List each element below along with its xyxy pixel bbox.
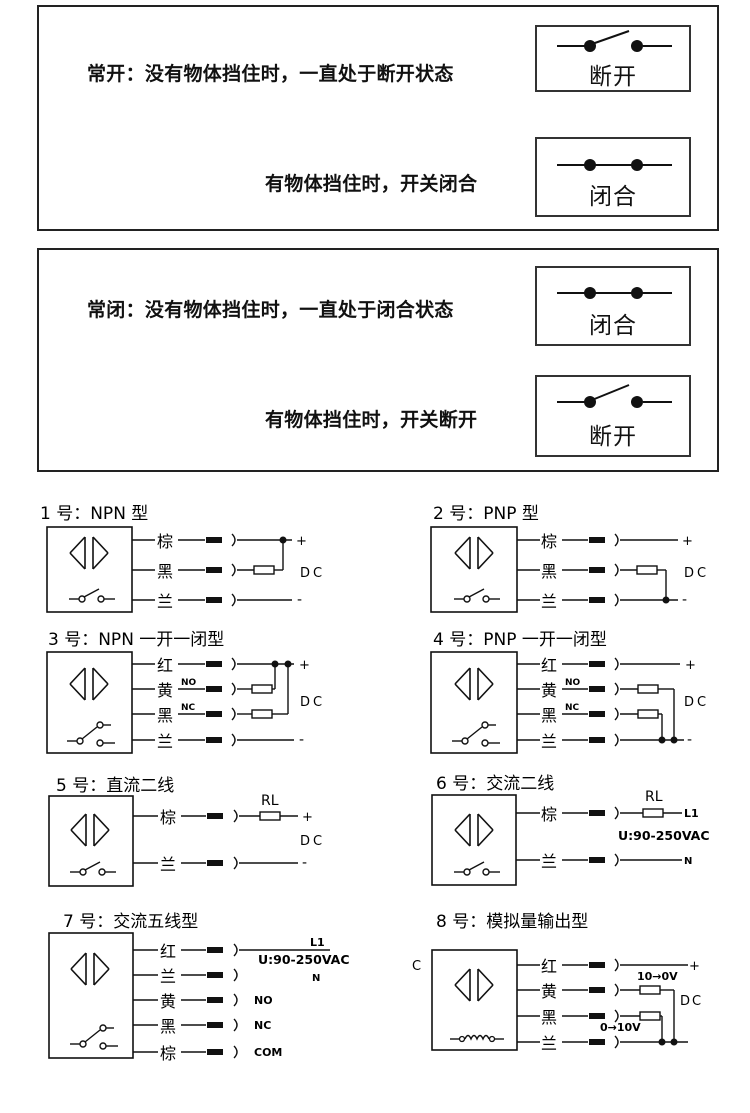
normally-open-active-description: 有物体挡住时，开关闭合 — [265, 173, 478, 195]
switch-box-open: 断开 — [535, 375, 691, 457]
wire-color: 兰 — [541, 592, 557, 611]
wire-color: 黑 — [157, 706, 173, 725]
diagram-7-ac-five-wire: 7 号：交流五线型 红 兰 黄 黑 棕 L1 U:90-250VAC N NO … — [48, 912, 350, 1063]
diagram-title: 2 号：PNP 型 — [433, 504, 539, 524]
switch-label: 闭合 — [589, 184, 637, 210]
supply-plus: + — [296, 534, 307, 549]
supply-plus: + — [685, 658, 696, 673]
supply-plus: + — [302, 810, 313, 825]
wire-color: 兰 — [160, 967, 176, 986]
wire-color: 黑 — [541, 562, 557, 581]
switch-box-closed: 闭合 — [535, 137, 691, 217]
supply-minus: - — [299, 732, 304, 748]
closed-switch-icon — [557, 159, 672, 171]
stray-character: C — [412, 959, 421, 974]
supply-plus: + — [299, 658, 310, 673]
supply-type: DC — [684, 695, 709, 710]
supply-plus: + — [682, 534, 693, 549]
wire-color: 红 — [157, 656, 173, 675]
normally-closed-active-description: 有物体挡住时，开关断开 — [265, 409, 478, 431]
switch-label: 闭合 — [589, 313, 637, 339]
diagram-title: 1 号：NPN 型 — [40, 504, 148, 524]
wire-color: 黑 — [541, 706, 557, 725]
voltage-rating: U:90-250VAC — [618, 828, 710, 843]
wire-color: 棕 — [541, 805, 557, 824]
output-range: 0→10V — [600, 1021, 641, 1034]
wire-color: 黄 — [541, 982, 557, 1001]
diagram-title: 5 号：直流二线 — [56, 776, 174, 796]
output-tag: NO — [565, 678, 581, 688]
wiring-diagrams: 1 号：NPN 型 棕 黑 兰 + - DC 2 号：PNP 型 — [40, 504, 710, 1063]
normally-open-description: 常开：没有物体挡住时，一直处于断开状态 — [87, 63, 454, 85]
supply-minus: - — [297, 592, 302, 608]
switch-label: 断开 — [589, 424, 637, 450]
wire-color: 兰 — [157, 592, 173, 611]
closed-switch-icon — [557, 287, 672, 299]
wire-color: 黄 — [541, 681, 557, 700]
terminal-label: NO — [254, 994, 273, 1007]
wire-color: 黑 — [541, 1008, 557, 1027]
wire-color: 兰 — [541, 1034, 557, 1053]
supply-type: DC — [680, 994, 703, 1009]
normally-closed-panel: 常闭：没有物体挡住时，一直处于闭合状态 闭合 有物体挡住时，开关断开 断开 — [37, 248, 719, 472]
diagram-5-dc-two-wire: 5 号：直流二线 棕 兰 RL + - DC — [48, 776, 325, 887]
supply-type: DC — [684, 566, 709, 581]
wire-color: 棕 — [160, 1044, 176, 1063]
wire-color: 黑 — [157, 562, 173, 581]
wire-color: 红 — [541, 957, 557, 976]
diagram-title: 7 号：交流五线型 — [63, 912, 198, 932]
normally-open-panel: 常开：没有物体挡住时，一直处于断开状态 断开 有物体挡住时，开关闭合 闭合 — [37, 5, 719, 231]
wire-color: 黑 — [160, 1017, 176, 1036]
output-tag: NC — [565, 703, 580, 713]
wire-color: 黄 — [160, 992, 176, 1011]
supply-type: DC — [300, 566, 325, 581]
load-label: RL — [645, 789, 663, 805]
wire-color: 棕 — [157, 532, 173, 551]
open-switch-icon — [557, 384, 672, 408]
line-n: N — [312, 973, 320, 984]
wire-color: 棕 — [541, 532, 557, 551]
normally-closed-description: 常闭：没有物体挡住时，一直处于闭合状态 — [87, 299, 454, 321]
line-l1: L1 — [310, 936, 325, 949]
supply-plus: + — [689, 959, 700, 974]
diagram-3-npn-no-nc: 3 号：NPN 一开一闭型 红 黄 黑 兰 NO NC + - — [46, 630, 325, 754]
supply-type: DC — [300, 695, 325, 710]
wire-color: 黄 — [157, 681, 173, 700]
output-tag: NO — [181, 678, 197, 688]
diagram-6-ac-two-wire: 6 号：交流二线 棕 兰 RL L1 U:90-250VAC N — [431, 774, 710, 886]
terminal-label: COM — [254, 1046, 282, 1059]
supply-type: DC — [300, 834, 325, 849]
switch-label: 断开 — [589, 64, 637, 90]
switch-box-open: 断开 — [535, 25, 691, 92]
open-switch-icon — [557, 30, 672, 52]
wire-color: 兰 — [541, 732, 557, 751]
diagram-1-npn: 1 号：NPN 型 棕 黑 兰 + - DC — [40, 504, 325, 613]
wire-color: 棕 — [160, 808, 176, 827]
diagram-title: 3 号：NPN 一开一闭型 — [48, 630, 224, 650]
load-label: RL — [261, 793, 279, 809]
output-tag: NC — [181, 703, 196, 713]
terminal-label: NC — [254, 1019, 271, 1032]
line-l1: L1 — [684, 807, 699, 820]
output-range: 10→0V — [637, 970, 678, 983]
diagram-title: 8 号：模拟量输出型 — [436, 912, 588, 932]
line-n: N — [684, 856, 692, 867]
diagram-title: 4 号：PNP 一开一闭型 — [433, 630, 607, 650]
voltage-rating: U:90-250VAC — [258, 952, 350, 967]
wire-color: 红 — [160, 942, 176, 961]
supply-minus: - — [682, 592, 687, 608]
supply-minus: - — [302, 855, 307, 871]
switch-box-closed: 闭合 — [535, 266, 691, 346]
diagram-4-pnp-no-nc: 4 号：PNP 一开一闭型 红 黄 黑 兰 NO NC + - — [430, 630, 709, 754]
wire-color: 兰 — [157, 732, 173, 751]
supply-minus: - — [687, 732, 692, 748]
diagram-8-analog-output: 8 号：模拟量输出型 C 红 黄 黑 兰 10→0V 0→10V — [412, 912, 703, 1053]
wire-color: 红 — [541, 656, 557, 675]
wire-color: 兰 — [160, 855, 176, 874]
wire-color: 兰 — [541, 852, 557, 871]
diagram-title: 6 号：交流二线 — [436, 774, 554, 794]
diagram-2-pnp: 2 号：PNP 型 棕 黑 兰 + - DC — [430, 504, 709, 613]
